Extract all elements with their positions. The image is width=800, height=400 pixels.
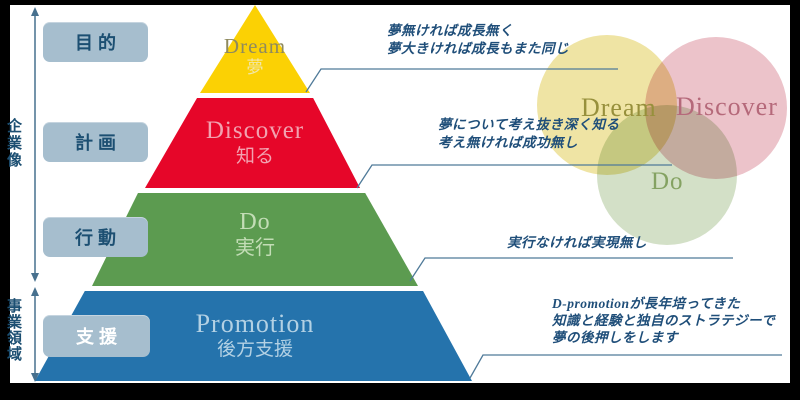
diagram-canvas: Dream Discover Do Dream 夢 Discover 知る Do… [5,5,790,383]
left-axis-upper-arrow [31,7,39,282]
annotation-dream: 夢無ければ成長無く 夢大きければ成長もまた同じ [387,22,569,58]
stage-box-plan-label: 計画 [75,133,121,153]
pyramid-label-promotion: Promotion 後方支援 [155,310,355,361]
venn-label-do: Do [651,168,684,195]
left-axis-lower-arrow [31,287,39,382]
annotation-dream-line1: 夢無ければ成長無く [387,23,513,38]
annotation-promotion-line3: 夢の後押しをします [552,330,678,345]
pyramid-label-discover-ja: 知る [235,146,274,167]
venn-label-dream: Dream [581,93,657,122]
pyramid-label-discover-en: Discover [205,117,305,144]
pyramid-label-dream-ja: 夢 [246,58,264,77]
leader-line-promotion [469,354,782,379]
stage-box-purpose-label: 目的 [75,33,121,53]
pyramid-label-do: Do 実行 [155,209,355,260]
axis-label-business-domain: 事業領域 [5,298,21,362]
pyramid-label-dream: Dream 夢 [155,35,355,78]
stage-box-support-label: 支援 [76,327,122,347]
pyramid-label-promotion-ja: 後方支援 [216,339,293,360]
leader-line-dream [305,68,618,93]
pyramid-label-discover: Discover 知る [155,117,355,168]
annotation-discover-line2: 考え無ければ成功無し [438,135,578,150]
annotation-promotion-line1: D-promotionが長年培ってきた [552,296,741,311]
axis-label-corporate-image: 企業像 [5,118,21,169]
annotation-discover-line1: 夢について考え抜き深く知る [438,117,620,132]
leader-line-do [409,257,733,282]
stage-box-action: 行動 [43,217,148,257]
annotation-do: 実行なければ実現無し [507,234,647,252]
pyramid-label-promotion-en: Promotion [195,309,315,338]
annotation-promotion-line2: 知識と経験と独自のストラテジーで [552,313,776,328]
pyramid-label-do-en: Do [239,209,271,235]
leader-lines-layer [31,7,782,382]
stage-box-support: 支援 [43,315,150,357]
annotation-promotion: D-promotionが長年培ってきた 知識と経験と独自のストラテジーで 夢の後… [552,295,775,346]
leader-line-discover [356,164,672,189]
pyramid-label-do-ja: 実行 [235,237,275,259]
venn-label-discover: Discover [676,92,778,121]
pyramid-label-dream-en: Dream [223,34,287,58]
annotation-discover: 夢について考え抜き深く知る 考え無ければ成功無し [438,116,620,152]
stage-box-purpose: 目的 [43,22,148,62]
venn-circle-do [597,105,737,245]
annotation-do-line1: 実行なければ実現無し [507,235,647,250]
annotation-dream-line2: 夢大きければ成長もまた同じ [387,41,569,56]
stage-box-plan: 計画 [43,122,148,162]
stage-box-action-label: 行動 [75,228,121,248]
